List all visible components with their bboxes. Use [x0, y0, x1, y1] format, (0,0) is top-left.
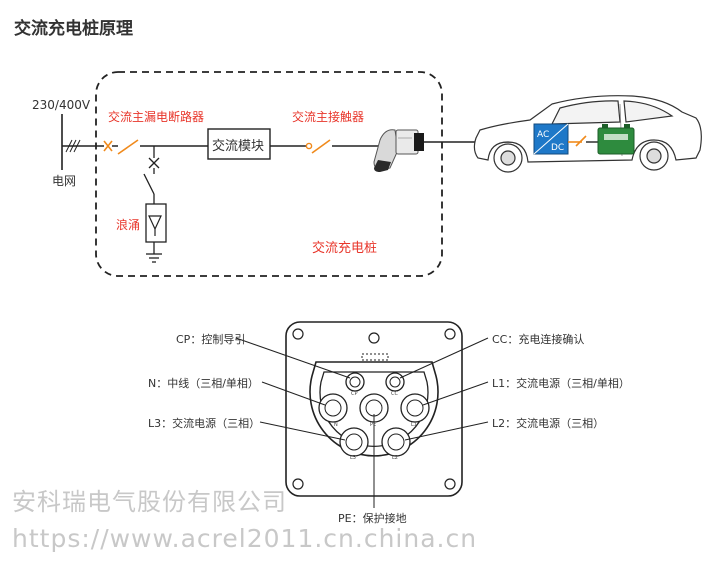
mounting-hole-tl [292, 328, 304, 340]
cp-label: CP：控制导引 [176, 333, 246, 346]
ground-icon [146, 253, 162, 263]
l1-label: L1：交流电源（三相/单相） [492, 377, 630, 390]
pin-mark-pe: PE [370, 422, 376, 428]
mounting-hole-br [444, 478, 456, 490]
pin-n [318, 393, 348, 423]
pin-l1 [400, 393, 430, 423]
pe-label: PE：保护接地 [338, 512, 407, 525]
pin-mark-cc: CC [391, 391, 398, 397]
ac-pile-label: 交流充电桩 [312, 241, 378, 256]
mounting-hole-bl [292, 478, 304, 490]
key-slot [361, 353, 389, 361]
pin-mark-l1: L1 [411, 422, 417, 428]
breaker-cross [103, 140, 113, 152]
pin-cp [345, 372, 365, 392]
surge-label: 浪涌 [116, 218, 141, 232]
converter-ac-label: AC [537, 130, 549, 140]
pin-mark-cp: CP [351, 391, 358, 397]
contactor-contact [305, 142, 313, 150]
vehicle-switch [575, 135, 587, 147]
pin-pe [359, 393, 389, 423]
leakage-breaker-label: 交流主漏电断路器 [108, 110, 205, 124]
cc-label: CC：充电连接确认 [492, 333, 585, 346]
charging-pile-boundary [95, 71, 443, 277]
surge-arrow-icon [148, 215, 162, 231]
pin-mark-l2: L2 [392, 455, 398, 461]
pin-l3 [339, 427, 369, 457]
charging-gun-icon [373, 129, 424, 172]
page-title: 交流充电桩原理 [14, 19, 133, 39]
watermark-company: 安科瑞电气股份有限公司 [12, 488, 287, 516]
ac-module-label: 交流模块 [212, 139, 265, 154]
n-label: N：中线（三相/单相） [148, 377, 259, 390]
converter-dc-label: DC [551, 143, 564, 153]
pin-cc [385, 372, 405, 392]
surge-switch [143, 173, 155, 195]
l3-label: L3：交流电源（三相） [148, 417, 261, 430]
pin-mark-l3: L3 [350, 455, 356, 461]
ac-module-box [207, 128, 271, 160]
surge-cross [148, 157, 160, 169]
pin-l2 [381, 427, 411, 457]
l2-label: L2：交流电源（三相） [492, 417, 605, 430]
main-contactor-label: 交流主接触器 [292, 110, 365, 124]
mounting-hole-tr [444, 328, 456, 340]
electric-car-icon [473, 95, 702, 173]
grid-label: 电网 [52, 174, 77, 188]
main-contactor-switch [311, 139, 331, 154]
leakage-breaker-switch [117, 139, 139, 155]
mounting-hole-top [368, 332, 380, 344]
pin-mark-n: N [334, 422, 338, 428]
grid-voltage-label: 230/400V [32, 98, 91, 112]
watermark-url: https://www.acrel2011.cn.china.cn [12, 524, 478, 553]
leader-lines [235, 337, 489, 508]
battery-icon [597, 127, 635, 155]
surge-protector [145, 203, 167, 243]
